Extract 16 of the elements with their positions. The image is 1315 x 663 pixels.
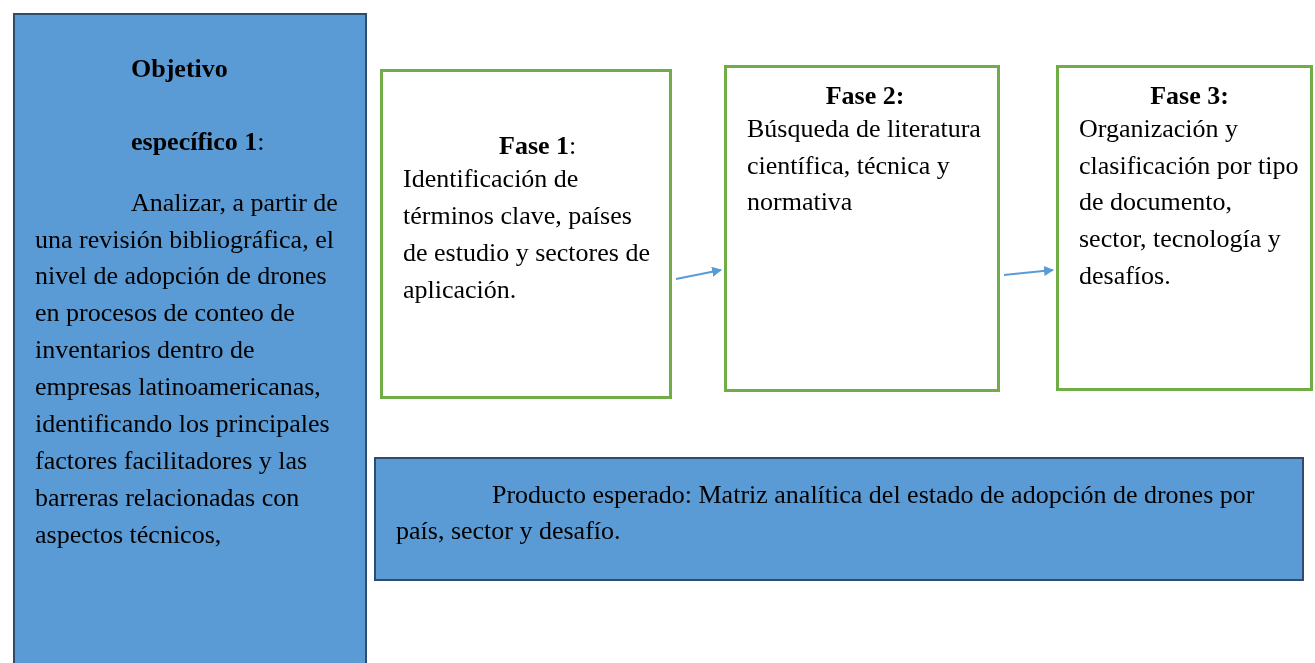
box-heading: Fase 3:: [1149, 82, 1230, 111]
box-heading: Fase 1:: [499, 130, 578, 162]
phase-box: [380, 69, 672, 399]
box-text: Analizar, a partir de una revisión bibliográfica, el nivel de adopción de drones en procesos de conteo de inventarios dentro de empresas latinoamericanas, identificando los principales factores facilitadores y las barreras relacionadas con aspectos técnicos,: [35, 186, 339, 551]
box-heading: Fase 2:: [824, 82, 906, 111]
phase-box: [724, 65, 1000, 392]
box-text: Búsqueda de literatura científica, técnica y normativa: [747, 112, 982, 219]
phase-box: [1056, 65, 1313, 391]
arrow: [675, 266, 722, 280]
result-box: [374, 457, 1304, 581]
box-text: Organización y clasificación por tipo de documento, sector, tecnología y desafíos.: [1079, 112, 1300, 293]
box-text: Producto esperado: Matriz analítica del estado de adopción de drones por país, sector y desafío.: [396, 479, 1256, 548]
arrow: [1003, 265, 1054, 276]
box-heading: Objetivo específico 1:: [131, 53, 266, 158]
objective-box: [13, 13, 367, 663]
box-text: Identificación de términos clave, países de estudio y sectores de aplicación.: [403, 163, 651, 306]
